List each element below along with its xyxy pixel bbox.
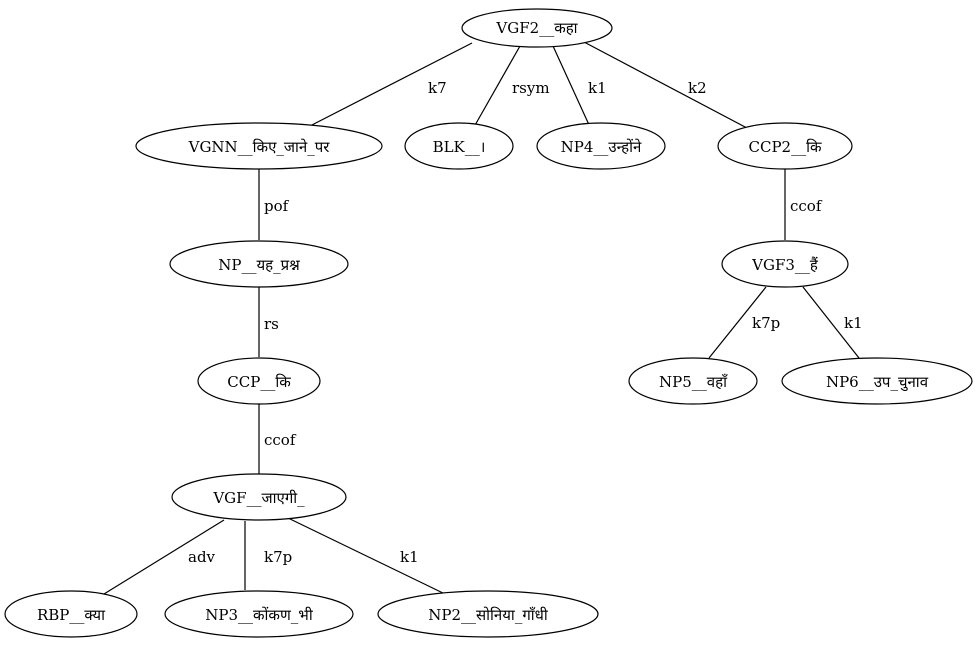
edge-root-np4	[552, 45, 591, 128]
node-rbp: RBP__क्या	[4, 590, 138, 638]
nodes: VGF2__कहा VGNN__किए_जाने_पर BLK__। NP4__…	[4, 8, 973, 638]
node-np3: NP3__कोंकण_भी	[164, 590, 354, 638]
edge-label-vgf3-np6: k1	[844, 314, 863, 332]
node-np: NP__यह_प्रश्न	[169, 240, 349, 288]
node-label-vgnn: VGNN__किए_जाने_पर	[188, 138, 331, 156]
edge-root-ccp2	[583, 41, 748, 129]
node-label-np3: NP3__कोंकण_भी	[205, 606, 314, 624]
node-vgnn: VGNN__किए_जाने_पर	[135, 122, 383, 170]
node-label-np2: NP2__सोनिया_गाँधी	[428, 606, 549, 624]
edge-labels: k7 rsym k1 k2 pof ccof rs k7p k1 ccof ad…	[188, 79, 863, 566]
edge-label-ccp2-vgf3: ccof	[790, 197, 823, 215]
edge-root-vgnn	[307, 42, 473, 128]
node-label-vgf3: VGF3__हैं	[751, 256, 819, 274]
node-ccp: CCP__कि	[197, 357, 321, 405]
edge-label-root-vgnn: k7	[428, 79, 447, 97]
edge-label-root-np4: k1	[588, 79, 607, 97]
edge-root-blk	[473, 45, 521, 128]
node-label-np: NP__यह_प्रश्न	[218, 256, 300, 274]
edge-label-root-ccp2: k2	[688, 79, 707, 97]
node-ccp2: CCP2__कि	[717, 122, 853, 170]
node-vgf: VGF__जाएगी_	[171, 473, 347, 521]
edge-label-vgnn-np: pof	[264, 197, 290, 215]
edge-label-ccp-vgf: ccof	[264, 431, 297, 449]
edge-label-np-ccp: rs	[264, 315, 279, 333]
edge-vgf-rbp	[103, 519, 225, 595]
edge-label-root-blk: rsym	[512, 79, 550, 97]
node-label-root: VGF2__कहा	[495, 19, 578, 37]
node-root: VGF2__कहा	[461, 8, 613, 48]
edge-vgf-np2	[287, 517, 446, 595]
edge-label-vgf3-np5: k7p	[752, 314, 780, 332]
node-np5: NP5__वहाँ	[628, 357, 758, 405]
node-vgf3: VGF3__हैं	[721, 240, 849, 288]
edge-vgf3-np5	[708, 286, 767, 359]
node-np2: NP2__सोनिया_गाँधी	[377, 590, 599, 638]
node-label-rbp: RBP__क्या	[37, 606, 106, 624]
node-np6: NP6__उप_चुनाव	[781, 357, 973, 405]
edge-label-vgf-rbp: adv	[188, 548, 216, 566]
node-np4: NP4__उन्होंने	[536, 122, 666, 170]
node-label-ccp2: CCP2__कि	[749, 138, 822, 156]
node-label-np4: NP4__उन्होंने	[561, 138, 642, 156]
node-label-np6: NP6__उप_चुनाव	[826, 373, 929, 392]
edge-vgf3-np6	[802, 286, 860, 359]
node-label-vgf: VGF__जाएगी_	[212, 489, 305, 507]
node-label-np5: NP5__वहाँ	[659, 373, 728, 391]
edge-label-vgf-np2: k1	[400, 548, 419, 566]
edge-label-vgf-np3: k7p	[264, 548, 292, 566]
node-label-ccp: CCP__कि	[227, 373, 291, 391]
edges	[103, 41, 860, 595]
node-label-blk: BLK__।	[433, 138, 486, 156]
node-blk: BLK__।	[404, 122, 514, 170]
